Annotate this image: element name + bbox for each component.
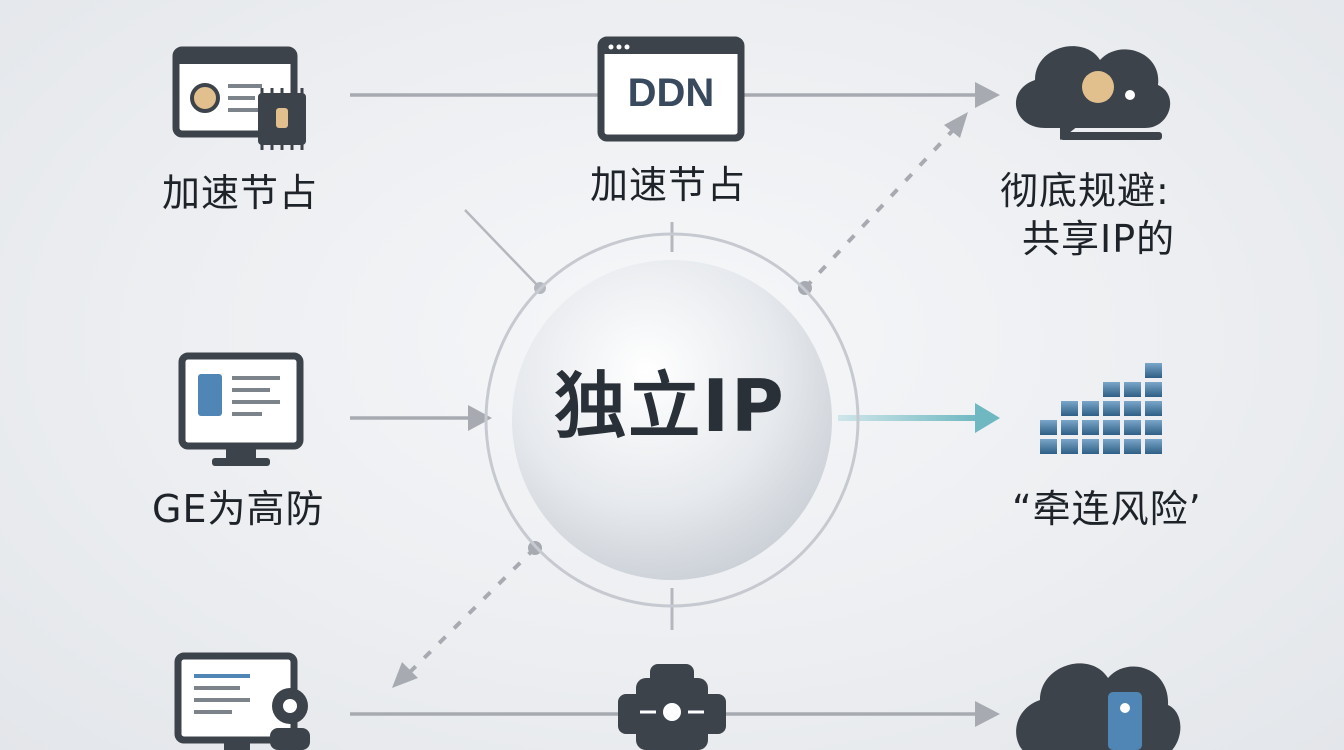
ddn-monitor-icon: DDN [597, 36, 745, 142]
bar-grid-icon [1040, 363, 1162, 454]
bar-tile [1082, 401, 1099, 416]
mid-right-teal-line [838, 415, 978, 421]
monitor-chip-icon [172, 46, 306, 150]
bar-tile [1124, 382, 1141, 397]
center-label: 独立IP [554, 364, 786, 448]
gear-hub-icon [618, 664, 726, 750]
bar-tile [1145, 420, 1162, 435]
mid-left-arrowhead [468, 405, 492, 431]
bar-tile [1103, 382, 1120, 397]
top-right-label-line1: 彻底规避: [1000, 169, 1170, 213]
desktop-monitor-icon [178, 352, 304, 466]
mid-right-arrowhead [975, 403, 1000, 433]
diag-top-right-arrowhead [944, 112, 968, 138]
bar-tile [1145, 382, 1162, 397]
bar-tile [1082, 439, 1099, 454]
bar-tile [1103, 401, 1120, 416]
bar-tile [1145, 401, 1162, 416]
sphere-outer-ring [484, 232, 860, 608]
bar-tile [1040, 439, 1057, 454]
mid-left-label: GE为高防 [152, 487, 325, 531]
diag-bottom-left-arrowhead [392, 662, 418, 688]
top-row-arrowhead [975, 82, 1000, 108]
cloud-device-icon [1016, 663, 1181, 750]
cloud-chat-icon [1015, 46, 1171, 140]
ddn-screen-text: DDN [628, 71, 715, 115]
bar-tile [1061, 401, 1078, 416]
mid-right-label: “牵连风险’ [1012, 487, 1202, 531]
bar-tile [1061, 439, 1078, 454]
diag-top-right-dashed [803, 126, 957, 290]
bar-tile [1124, 401, 1141, 416]
bar-tile [1145, 439, 1162, 454]
bar-tile [1124, 420, 1141, 435]
bar-tile [1061, 420, 1078, 435]
top-left-label: 加速节占 [162, 171, 319, 215]
top-right-label-line2: 共享IP的 [1022, 217, 1176, 261]
bottom-row-arrowhead [975, 701, 1000, 727]
bar-tile [1040, 420, 1057, 435]
bar-tile [1082, 420, 1099, 435]
bar-tile [1103, 420, 1120, 435]
top-center-label: 加速节占 [590, 163, 747, 207]
bar-tile [1103, 439, 1120, 454]
sphere-body [512, 260, 832, 580]
monitor-user-icon [174, 652, 310, 750]
center-sphere [484, 232, 860, 608]
diag-bottom-left-dashed [408, 546, 537, 674]
bar-tile [1145, 363, 1162, 378]
diag-top-left-line [464, 209, 541, 289]
bar-tile [1124, 439, 1141, 454]
